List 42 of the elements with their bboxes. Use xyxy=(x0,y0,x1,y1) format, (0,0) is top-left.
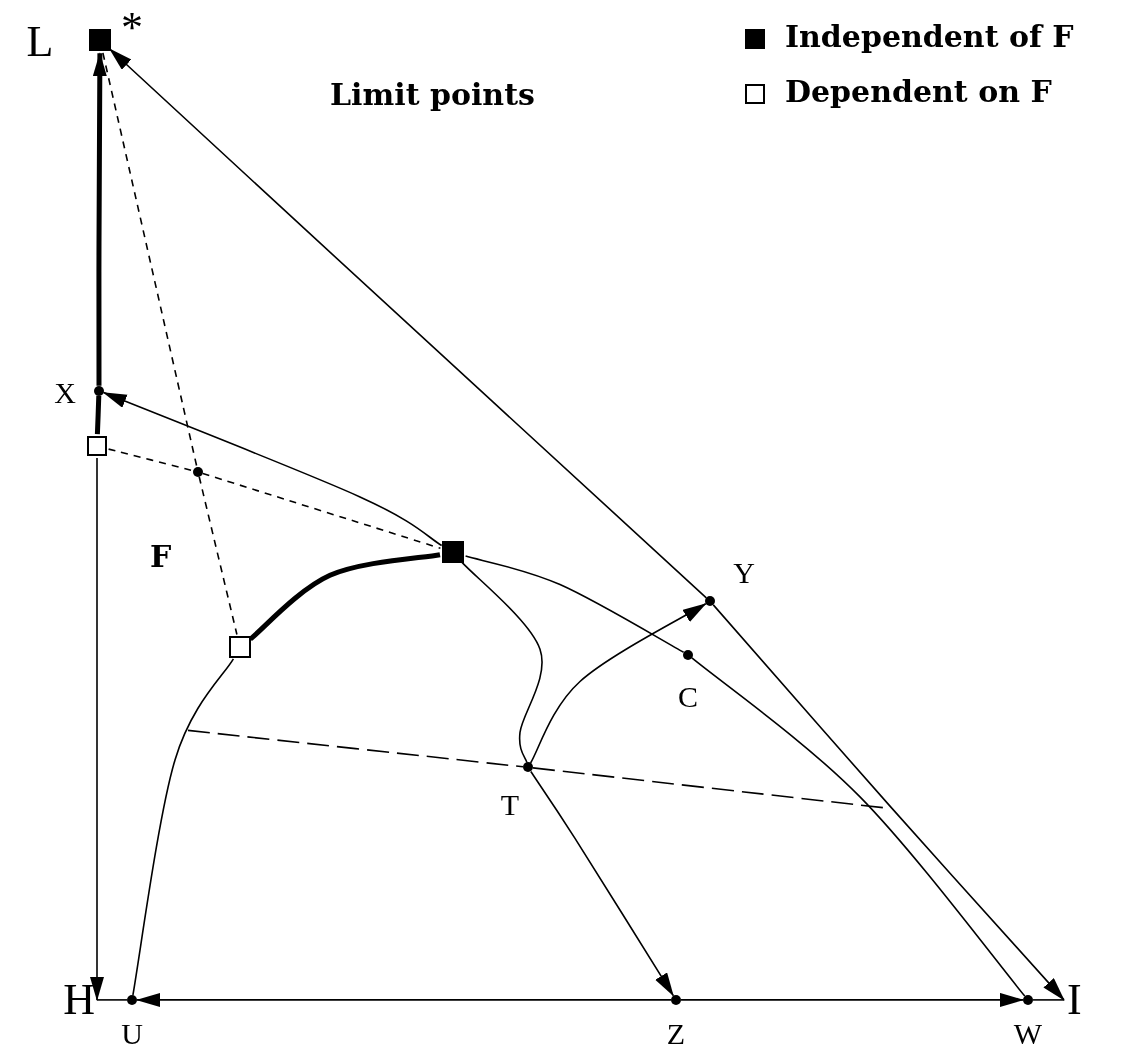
filled-square-marker xyxy=(442,541,464,564)
arrow xyxy=(712,604,1065,1001)
vertex-label: I xyxy=(1064,975,1086,1024)
curve-line xyxy=(691,657,1026,997)
dashed-line xyxy=(102,52,198,468)
arrow xyxy=(136,992,672,1007)
arrow xyxy=(92,52,107,386)
curve-line xyxy=(461,561,543,764)
point-label: W xyxy=(1013,1018,1043,1049)
point-label: T xyxy=(500,790,520,821)
arrow xyxy=(108,48,708,599)
point-label: Y xyxy=(733,558,755,589)
point-dot xyxy=(193,466,203,477)
open-square-marker xyxy=(87,436,107,457)
dashed-line xyxy=(187,729,524,768)
legend-text: Dependent on F xyxy=(785,75,1052,108)
dashed-line xyxy=(202,472,442,550)
point-label: C xyxy=(678,681,698,712)
dashed-line xyxy=(107,448,194,472)
point-label: X xyxy=(54,377,76,408)
point-label: U xyxy=(121,1018,143,1049)
curve-line xyxy=(1032,999,1065,1001)
curve-line xyxy=(248,552,441,641)
arrow xyxy=(530,770,675,997)
arrow xyxy=(90,457,104,1001)
region-label: F xyxy=(150,540,172,573)
curve-line xyxy=(96,999,128,1001)
curve-line xyxy=(132,658,235,996)
point-label: L xyxy=(26,20,54,64)
legend-text: Independent of F xyxy=(785,20,1074,53)
arrow xyxy=(529,603,707,764)
arrow xyxy=(680,992,1024,1007)
curve-line xyxy=(94,395,102,435)
legend-title: Limit points xyxy=(330,78,535,111)
annotation-mark: * xyxy=(121,6,143,50)
open-square-marker xyxy=(229,636,251,659)
point-label: Z xyxy=(666,1018,686,1049)
vertex-label: H xyxy=(63,975,97,1024)
arrow xyxy=(102,391,443,547)
curve-line xyxy=(464,555,685,654)
dashed-line xyxy=(532,767,886,809)
dashed-line xyxy=(198,476,238,636)
